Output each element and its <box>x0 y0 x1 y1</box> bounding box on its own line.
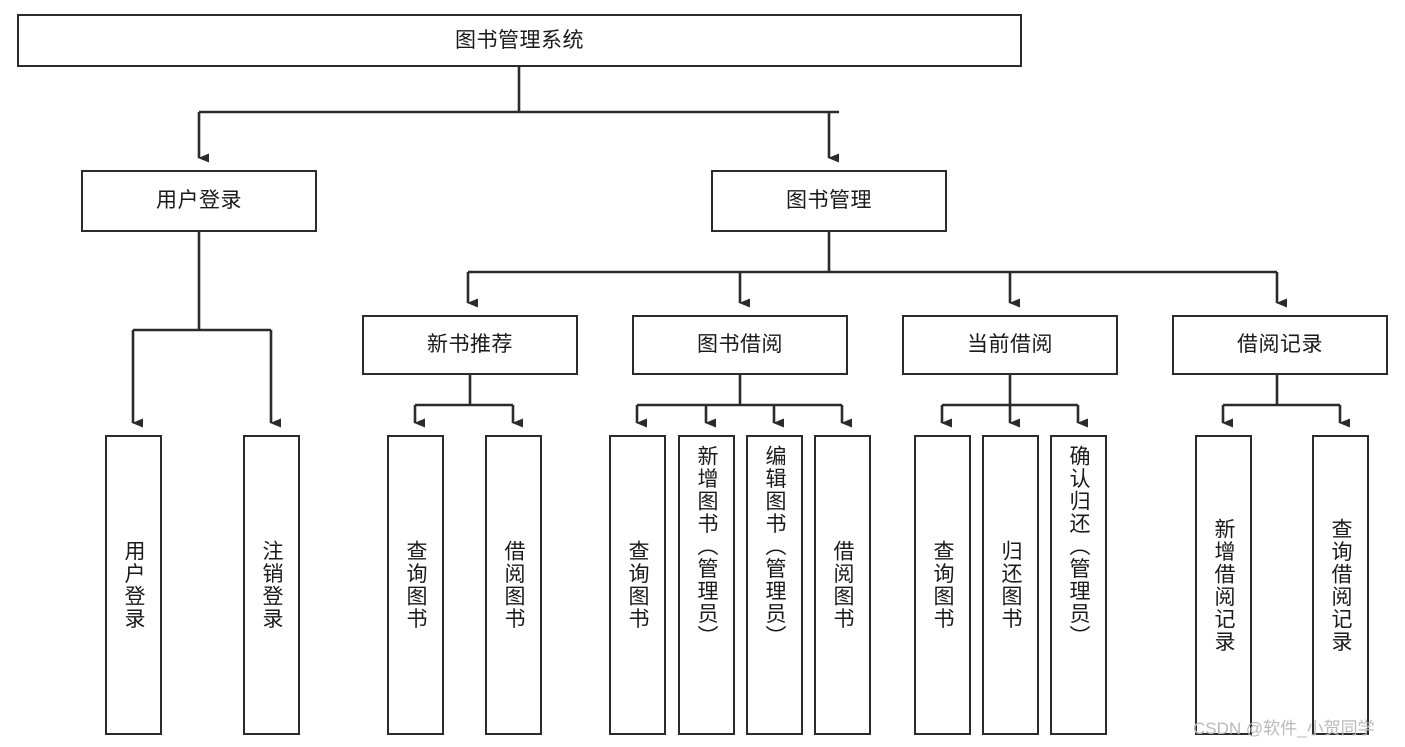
node-label: 注销登录 <box>260 540 283 630</box>
node-label: 查询图书 <box>404 540 427 630</box>
node-label: 借阅图书 <box>502 540 525 630</box>
leaf-confirm-return-admin[interactable]: 确认归还（管理员） <box>1050 435 1107 735</box>
node-label: 新书推荐 <box>427 333 513 357</box>
node-label: 借阅图书 <box>831 540 854 630</box>
leaf-add-book-admin[interactable]: 新增图书（管理员） <box>678 435 735 735</box>
node-label: 查询图书 <box>626 540 649 630</box>
node-label: 用户登录 <box>156 189 242 213</box>
node-label: 编辑图书（管理员） <box>763 445 786 648</box>
node-label: 确认归还（管理员） <box>1067 445 1090 648</box>
node-label: 归还图书 <box>999 540 1022 630</box>
leaf-borrow-book[interactable]: 借阅图书 <box>814 435 871 735</box>
node-root-system[interactable]: 图书管理系统 <box>17 14 1022 67</box>
leaf-query-book-current[interactable]: 查询图书 <box>914 435 971 735</box>
node-label: 图书借阅 <box>697 333 783 357</box>
leaf-user-logout[interactable]: 注销登录 <box>243 435 300 735</box>
node-label: 新增借阅记录 <box>1212 517 1235 653</box>
leaf-query-book-borrow[interactable]: 查询图书 <box>609 435 666 735</box>
node-label: 用户登录 <box>122 540 145 630</box>
node-label: 当前借阅 <box>967 333 1053 357</box>
node-current-borrow[interactable]: 当前借阅 <box>902 315 1118 375</box>
node-label: 图书管理系统 <box>455 28 584 52</box>
node-borrow-record[interactable]: 借阅记录 <box>1172 315 1388 375</box>
leaf-query-book-recommend[interactable]: 查询图书 <box>387 435 444 735</box>
node-book-borrow[interactable]: 图书借阅 <box>632 315 848 375</box>
node-label: 借阅记录 <box>1237 333 1323 357</box>
node-label: 新增图书（管理员） <box>695 445 718 648</box>
node-label: 图书管理 <box>786 189 872 213</box>
node-user-login[interactable]: 用户登录 <box>81 170 317 232</box>
csdn-watermark: CSDN @软件_小贺同学 <box>1193 719 1375 738</box>
leaf-query-borrow-record[interactable]: 查询借阅记录 <box>1312 435 1369 735</box>
leaf-user-login[interactable]: 用户登录 <box>105 435 162 735</box>
node-new-book-recommend[interactable]: 新书推荐 <box>362 315 578 375</box>
node-label: 查询图书 <box>931 540 954 630</box>
node-label: 查询借阅记录 <box>1329 517 1352 653</box>
leaf-edit-book-admin[interactable]: 编辑图书（管理员） <box>746 435 803 735</box>
node-book-management[interactable]: 图书管理 <box>711 170 947 232</box>
leaf-add-borrow-record[interactable]: 新增借阅记录 <box>1195 435 1252 735</box>
leaf-return-book[interactable]: 归还图书 <box>982 435 1039 735</box>
leaf-borrow-book-recommend[interactable]: 借阅图书 <box>485 435 542 735</box>
